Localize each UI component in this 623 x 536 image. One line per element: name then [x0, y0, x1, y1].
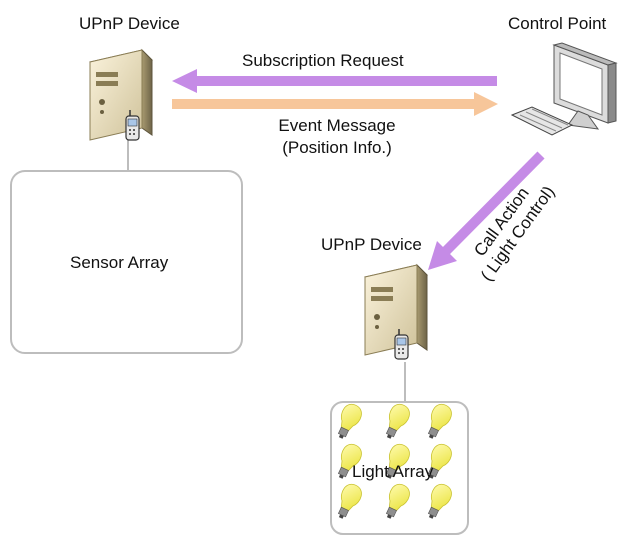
light-bulb-grid	[337, 403, 452, 519]
event-message-arrow	[172, 92, 498, 116]
subscription-request-label: Subscription Request	[242, 51, 404, 70]
light-bulb-icon	[427, 483, 452, 519]
event-message-label: Event Message	[278, 116, 396, 135]
light-bulb-icon	[337, 443, 362, 479]
light-array-label: Light Array	[352, 462, 434, 481]
light-bulb-icon	[427, 403, 452, 439]
light-bulb-icon	[427, 443, 452, 479]
desktop-computer-icon	[510, 42, 618, 136]
device-top-label: UPnP Device	[79, 14, 180, 33]
sensor-array-box	[10, 170, 243, 354]
light-bulb-icon	[385, 403, 410, 439]
light-bulb-icon	[385, 483, 410, 519]
call-action-arrow	[428, 151, 545, 270]
control-point-label: Control Point	[508, 14, 607, 33]
subscription-request-arrow	[172, 69, 497, 93]
server-tower-icon	[89, 48, 153, 141]
light-bulb-icon	[385, 443, 410, 479]
event-message-detail: (Position Info.)	[282, 138, 392, 157]
server-tower-icon	[364, 263, 428, 360]
device-bottom-label: UPnP Device	[321, 235, 422, 254]
light-bulb-icon	[337, 483, 362, 519]
light-bulb-icon	[337, 403, 362, 439]
sensor-array-label: Sensor Array	[70, 253, 169, 272]
